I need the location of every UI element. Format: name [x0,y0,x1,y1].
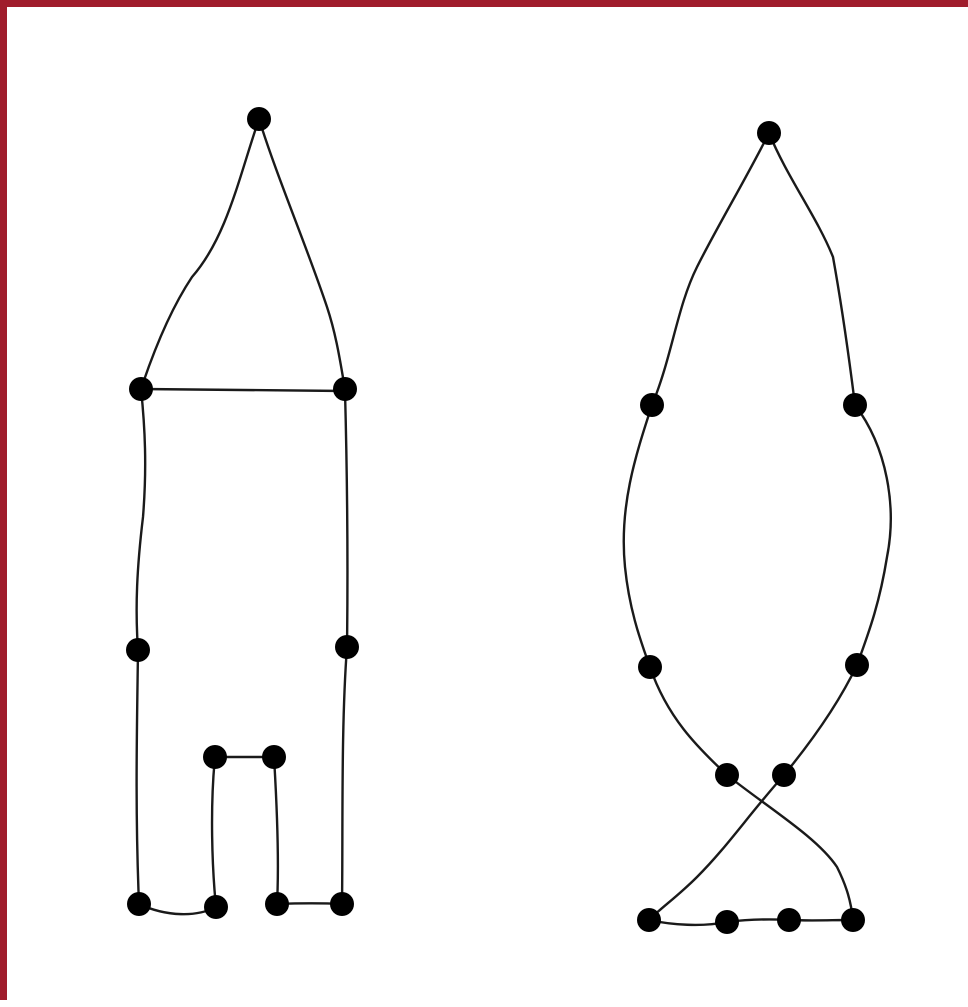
house-right-wall-upper [345,391,347,647]
house-vertex-roof-right [333,377,357,401]
house-left-wall-lower [137,650,139,904]
house-right-wall-lower [342,647,347,904]
fish-vertex-nose [757,121,781,145]
fish-vertex-upper-left [640,393,664,417]
house-vertex-bottom-left [127,892,151,916]
house-vertex-wall-right-mid [335,635,359,659]
fish-vertex-tail-3 [777,908,801,932]
house-door-right-edge [274,757,278,904]
fish-vertex-lower-left [638,655,662,679]
fish-tail-left-edge [650,667,853,920]
house-roof-left-edge [141,119,259,389]
house-door-left-edge [212,757,216,907]
fish-body-right-edge [855,405,891,665]
fish-vertex-cross-right [772,763,796,787]
fish-body-left-edge [624,405,652,667]
diagram-canvas [7,7,968,1007]
house-vertex-door-bottom-left [204,895,228,919]
house-vertex-door-bottom-right [265,892,289,916]
fish-upper-left-edge [652,133,769,405]
fish-vertex-upper-right [843,393,867,417]
fish-vertex-tail-2 [715,910,739,934]
house-vertex-bottom-right [330,892,354,916]
fish-vertex-tail-1 [637,908,661,932]
fish-vertex-tail-4 [841,908,865,932]
house-vertex-apex [247,107,271,131]
house-vertex-door-top-right [262,745,286,769]
house-vertex-door-top-left [203,745,227,769]
fish-vertex-lower-right [845,653,869,677]
fish-figure [624,121,891,934]
house-roof-base-edge [141,389,345,391]
fish-upper-right-edge [769,133,855,405]
house-vertex-wall-left-mid [126,638,150,662]
house-vertex-roof-left [129,377,153,401]
house-figure [126,107,359,919]
house-left-wall-upper [137,389,146,650]
house-roof-right-edge [259,119,345,389]
fish-vertex-cross-left [715,763,739,787]
fish-tail-base-edge [649,919,853,924]
fish-tail-right-edge [649,665,857,920]
